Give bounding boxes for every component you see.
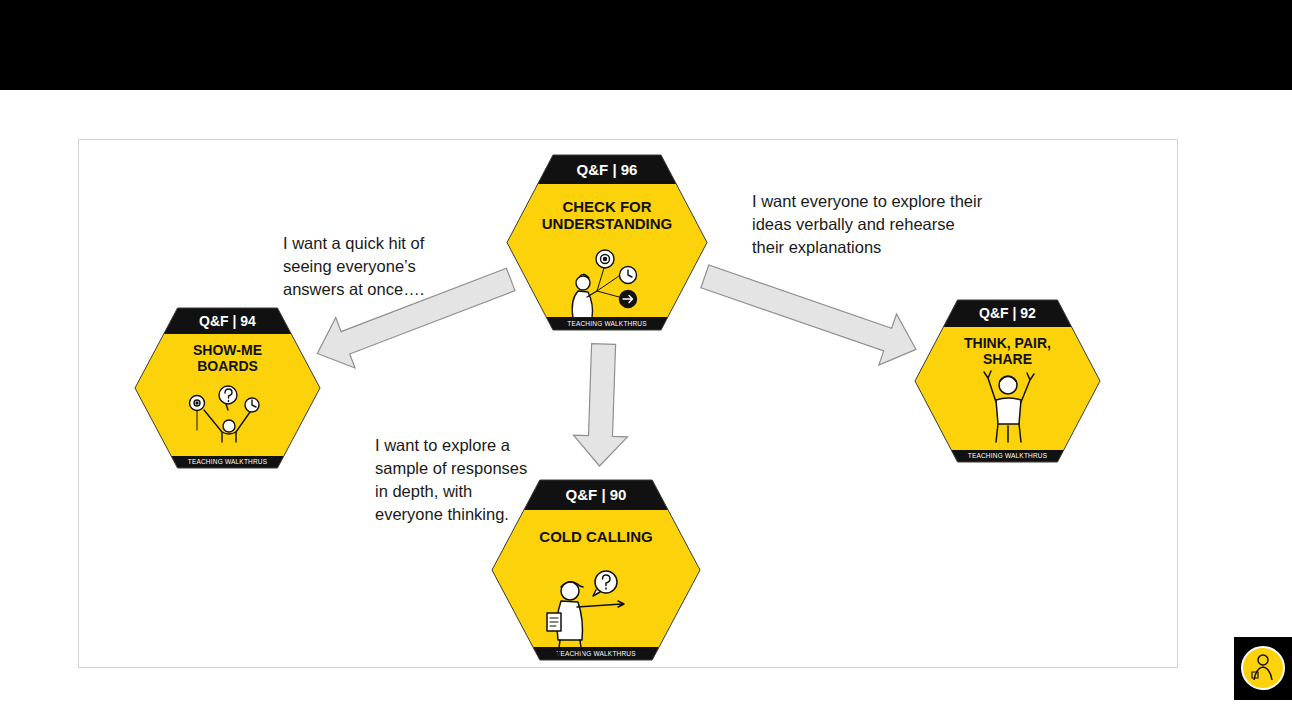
hexagon-outline (915, 300, 1100, 462)
block-arrow (574, 344, 628, 466)
hexagon-outline (135, 308, 320, 468)
strategy-hexagon: Q&F | 96 CHECK FOR UNDERSTANDING TEACHING … (507, 155, 707, 330)
decision-prompt: I want to explore a sample of responses … (375, 434, 531, 526)
hexagon-fill (492, 480, 700, 660)
strategy-hexagon: Q&F | 92 THINK, PAIR, SHARE TEACHING WALKT… (915, 300, 1100, 462)
header-band (0, 0, 1292, 90)
strategy-hexagon: Q&F | 90 COLD CALLING TEACHING WALKTHRUS (492, 480, 700, 660)
header-band (135, 308, 320, 334)
header-band (915, 300, 1100, 327)
hexagon-fill (915, 300, 1100, 462)
hexagon-outline (507, 155, 707, 330)
cluster-code: Q&F | 90 (492, 480, 700, 510)
icon-path (1252, 672, 1258, 678)
footer-band (135, 456, 320, 468)
header-band (492, 480, 700, 510)
footer-band (507, 317, 707, 330)
icon-path (1254, 667, 1272, 680)
hexagon-outline (492, 480, 700, 660)
brand-footer: TEACHING WALKTHRUS (507, 317, 707, 330)
brand-footer: TEACHING WALKTHRUS (492, 647, 700, 660)
hexagon-border (135, 308, 320, 468)
hexagon-fill (135, 308, 320, 468)
cluster-code: Q&F | 92 (915, 300, 1100, 327)
block-arrow (701, 265, 916, 365)
strategy-name: COLD CALLING (516, 529, 676, 546)
hexagon-border (492, 480, 700, 660)
strategy-name: THINK, PAIR, SHARE (953, 336, 1063, 367)
footer-band (915, 450, 1100, 462)
icon-rect (1234, 637, 1292, 700)
hexagon-border (915, 300, 1100, 462)
decision-prompt: I want everyone to explore their ideas v… (752, 190, 984, 259)
footer-band (492, 647, 700, 660)
strategy-hexagon: Q&F | 94 SHOW-ME BOARDS TEACHING WALKTHRUS (135, 308, 320, 468)
cluster-code: Q&F | 94 (135, 308, 320, 334)
icon-circle (1258, 655, 1268, 665)
hexagon-border (507, 155, 707, 330)
brand-footer: TEACHING WALKTHRUS (135, 456, 320, 468)
cluster-code: Q&F | 96 (507, 155, 707, 184)
strategy-name: CHECK FOR UNDERSTANDING (532, 199, 682, 233)
hexagon-fill (507, 155, 707, 330)
decision-prompt: I want a quick hit of seeing everyone’s … (283, 232, 475, 301)
header-band (507, 155, 707, 184)
strategy-name: SHOW-ME BOARDS (173, 343, 283, 374)
brand-logo (1234, 637, 1292, 700)
brand-footer: TEACHING WALKTHRUS (915, 450, 1100, 462)
icon-circle (1242, 647, 1284, 689)
